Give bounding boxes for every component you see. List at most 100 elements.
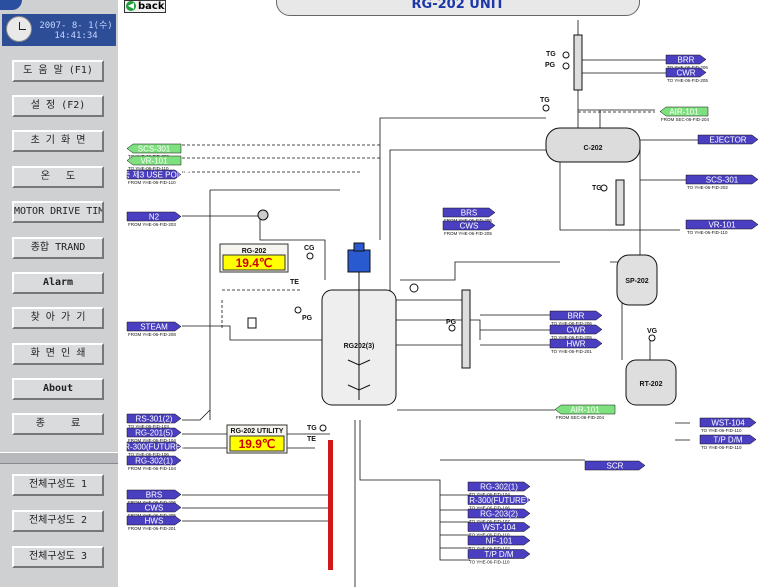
tag-sub: TO YHE-06-FID-103 <box>128 424 169 429</box>
tag-sub: FROM YHE-06-FID-208 <box>128 332 176 337</box>
back-button[interactable]: ◀back <box>124 0 166 13</box>
tag-sub: TO YHE-06-FID-110 <box>701 428 742 433</box>
tag-sub: TO YHE-06-FID-107 <box>469 519 510 524</box>
menu-button-top-0[interactable]: 도 움 말 (F1) <box>12 60 104 82</box>
instrument-tag: TG <box>307 425 317 432</box>
readout-label: RG-202 UTILITY <box>231 428 284 435</box>
tag-sub: TO YHE-06-FID-104 <box>469 492 510 497</box>
instrument-tag: TE <box>290 279 299 286</box>
separator-label: SP-202 <box>625 278 648 285</box>
menu-button-top-2[interactable]: 초 기 화 면 <box>12 130 104 152</box>
tag-sub: TO YHE-06-FID-102 <box>469 546 510 551</box>
tag-sub: TO YHE-06-FID-110 <box>469 533 510 538</box>
sidebar-divider <box>0 452 118 464</box>
reactor-vessel[interactable]: RG202(3) <box>321 242 397 406</box>
tag-sub: FROM YHE-06-FID-203 <box>128 222 176 227</box>
tag-label: BRR <box>678 56 695 65</box>
process-diagram: RG202(3) C-202 SP-202 RT-202 TGPGTGTGPGP… <box>118 20 759 587</box>
condenser[interactable]: C-202 <box>545 127 641 163</box>
tag-bottom-0[interactable]: RG-302(1)TO YHE-06-FID-104 <box>467 481 531 497</box>
condenser-label: C-202 <box>583 145 602 152</box>
tag-rg-201-5-[interactable]: RG-201(5)FROM YHE-06-FID-104 <box>126 427 182 443</box>
temp-readout-reactor: RG-202 19.4℃ <box>219 243 289 273</box>
tag-label: NF-101 <box>486 537 513 546</box>
clock-icon <box>6 16 32 42</box>
tag-label: CWS <box>145 504 164 513</box>
tag-right-3[interactable]: EJECTOR <box>697 134 759 145</box>
separator[interactable]: SP-202 <box>616 254 658 306</box>
tag-rs-301-2-[interactable]: RS-301(2)TO YHE-06-FID-103 <box>126 413 182 429</box>
receiver-tank[interactable]: RT-202 <box>625 359 677 406</box>
tag-sub: TO YHE-06-FID-202 <box>687 185 728 190</box>
instrument-tag: TE <box>307 436 316 443</box>
tag-sub: TO YHE-06-FID-110 <box>701 445 742 450</box>
tag-right-7[interactable]: T/P D/MTO YHE-06-FID-110 <box>699 434 757 450</box>
tag-label: RG-203(2) <box>480 510 518 519</box>
tag-label: SCS-301 <box>138 145 171 154</box>
menu-button-top-9[interactable]: About <box>12 378 104 400</box>
menu-button-top-10[interactable]: 종 료 <box>12 413 104 435</box>
sidebar: 2007- 8- 1(수) 14:41:34 도 움 말 (F1) 설 정 (F2… <box>0 0 118 587</box>
menu-button-bottom-1[interactable]: 전체구성도 2 <box>12 510 104 532</box>
tag-label: HWS <box>145 517 164 526</box>
instrument-tag: PG <box>545 62 556 69</box>
tag-sub: FROM YHE-06-FID-104 <box>128 466 176 471</box>
tag-sub: TO YHE-06-FID-205 <box>551 335 592 340</box>
tag-label: STEAM <box>140 323 168 332</box>
menu-button-top-7[interactable]: 찾 아 가 기 <box>12 307 104 329</box>
tag-sub: FROM YHE-06-FID-205 <box>444 231 492 236</box>
reactor-label: RG202(3) <box>344 343 375 350</box>
tag-bottom-5[interactable]: T/P D/MTO YHE-06-FID-110 <box>467 549 531 565</box>
tag-bottom-2[interactable]: RG-203(2)TO YHE-06-FID-107 <box>467 508 531 524</box>
menu-button-top-5[interactable]: 종합 TRAND <box>12 237 104 259</box>
menu-button-bottom-2[interactable]: 전체구성도 3 <box>12 546 104 568</box>
instrument-tag: PG <box>302 315 313 322</box>
tag-sub: FROM SEC-06-FID-204 <box>556 415 605 420</box>
tag-hx-4[interactable]: SCR <box>584 460 646 471</box>
instrument-tag: TG <box>546 51 556 58</box>
tag-rg-302-1-[interactable]: RG-302(1)FROM YHE-06-FID-104 <box>126 455 182 471</box>
tag-r-300-future-[interactable]: R-300(FUTURE)TO YHE-06-FID-106 <box>124 441 184 457</box>
tag-label: BRS <box>461 209 477 218</box>
tag-label: VR-101 <box>708 221 736 230</box>
tag-bottom-1[interactable]: R-300(FUTURE)TO YHE-06-FID-106 <box>467 495 531 511</box>
instrument-tag: TG <box>540 97 550 104</box>
tank-label: RT-202 <box>640 381 663 388</box>
menu-button-top-4[interactable]: MOTOR DRIVE TIME <box>12 201 104 223</box>
date-text: 2007- 8- 1(수) <box>39 21 113 31</box>
tag-label: WST-104 <box>711 419 745 428</box>
time-text: 14:41:34 <box>54 31 98 41</box>
menu-button-bottom-0[interactable]: 전체구성도 1 <box>12 474 104 496</box>
menu-button-top-6[interactable]: Alarm <box>12 272 104 294</box>
tag-label: HWR <box>566 340 585 349</box>
tag-label: WST-104 <box>482 523 516 532</box>
menu-button-top-8[interactable]: 화 면 인 쇄 <box>12 343 104 365</box>
readout-value: 19.9℃ <box>239 437 276 451</box>
hx-exchanger <box>461 289 471 369</box>
tag-sub: TO YHE-06-FID-201 <box>551 349 592 354</box>
menu-button-top-1[interactable]: 설 정 (F2) <box>12 95 104 117</box>
menu-button-top-3[interactable]: 온 도 <box>12 166 104 188</box>
instrument-tag: VG <box>647 328 658 335</box>
